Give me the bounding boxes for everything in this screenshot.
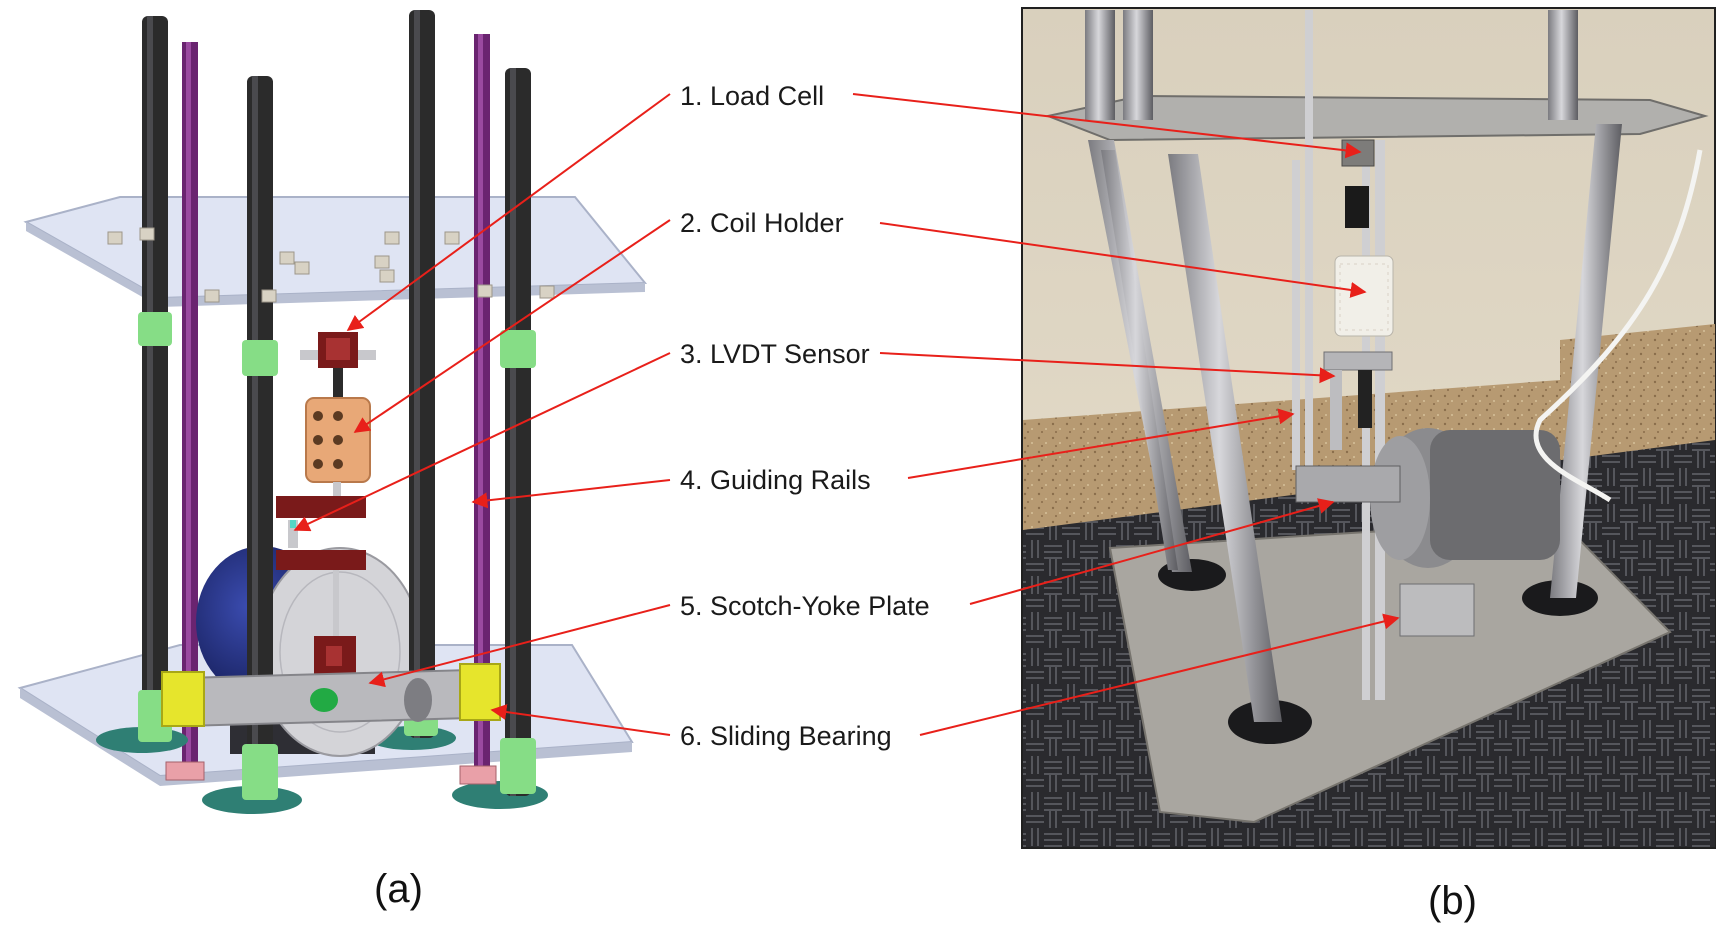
photo-coil-holder <box>1334 255 1394 337</box>
photo-panel <box>1021 7 1716 849</box>
caption-a: (a) <box>374 867 423 911</box>
label-load-cell: 1. Load Cell <box>680 81 825 111</box>
label-scotch-yoke-plate: 5. Scotch-Yoke Plate <box>680 591 930 621</box>
arrow-guiding-rails-b <box>907 408 1295 479</box>
cad-model <box>17 10 648 814</box>
cad-scotch-yoke-plate <box>183 668 471 728</box>
label-sliding-bearing: 6. Sliding Bearing <box>680 721 892 751</box>
photo-motor <box>1370 428 1560 568</box>
cad-coil-holder <box>305 397 371 483</box>
photo-load-cell <box>1341 139 1375 167</box>
photo-sliding-bearing <box>1399 583 1475 637</box>
arrow-load-cell-b <box>852 93 1362 159</box>
cad-load-cell <box>300 332 376 368</box>
caption-b: (b) <box>1428 879 1477 923</box>
arrow-scotch-yoke-b <box>969 498 1335 605</box>
arrow-lvdt-b <box>879 352 1336 384</box>
arrow-sliding-bearing-b <box>919 613 1400 736</box>
cad-guiding-rails <box>182 34 490 774</box>
cad-vertical-rods <box>142 10 531 798</box>
arrow-scotch-yoke-a <box>368 604 671 688</box>
photo-lvdt-sensor <box>1323 351 1393 371</box>
arrow-coil-holder-a <box>353 219 671 433</box>
leader-arrows <box>293 93 1400 736</box>
arrow-coil-holder-b <box>879 222 1367 298</box>
photo-rods <box>1085 10 1622 722</box>
arrow-sliding-bearing-a <box>490 704 671 736</box>
photo-scotch-yoke-plate <box>1295 465 1401 503</box>
cad-lvdt-sensor <box>276 496 366 570</box>
cad-sliding-bearings <box>161 663 501 727</box>
label-lvdt-sensor: 3. LVDT Sensor <box>680 339 870 369</box>
label-guiding-rails: 4. Guiding Rails <box>680 465 871 495</box>
arrow-guiding-rails-a <box>471 479 671 509</box>
label-coil-holder: 2. Coil Holder <box>680 208 844 238</box>
cad-top-nuts <box>107 227 555 303</box>
arrow-load-cell-a <box>346 93 671 331</box>
arrow-lvdt-a <box>293 352 671 532</box>
